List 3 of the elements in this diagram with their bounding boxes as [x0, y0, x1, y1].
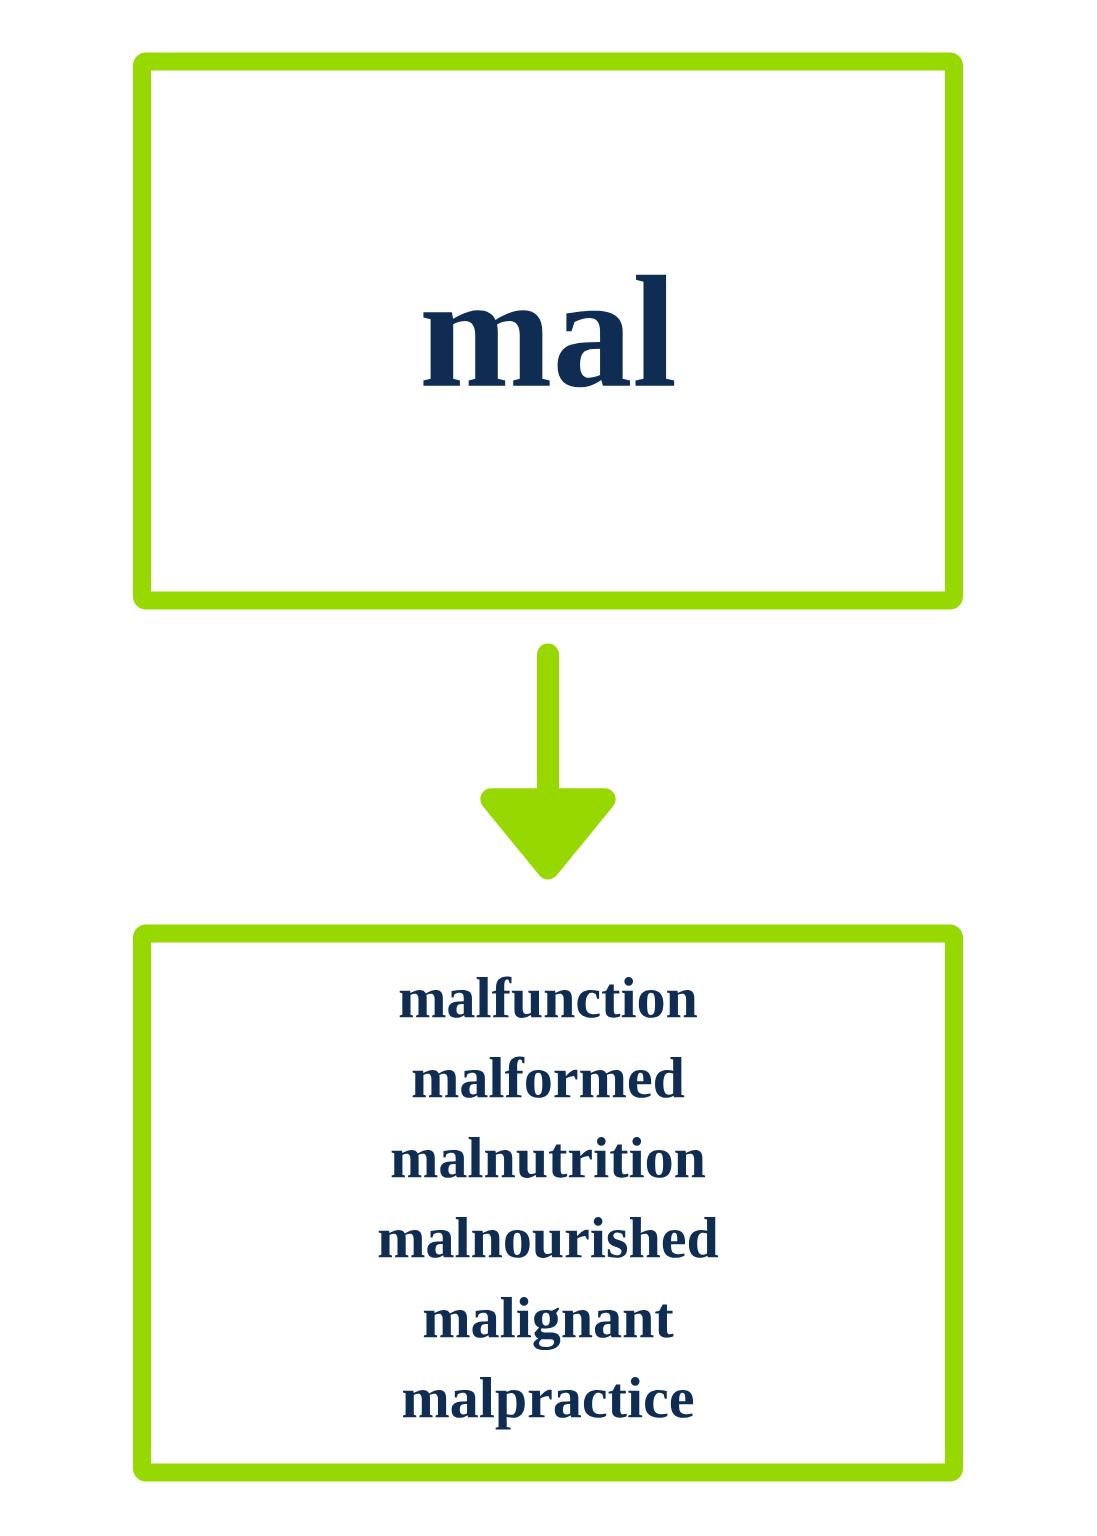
text-box: malfunction malformed malnutrition malnourished malignant malpractice [133, 924, 963, 1482]
text-box: mal [133, 52, 963, 610]
arrow [480, 643, 616, 880]
